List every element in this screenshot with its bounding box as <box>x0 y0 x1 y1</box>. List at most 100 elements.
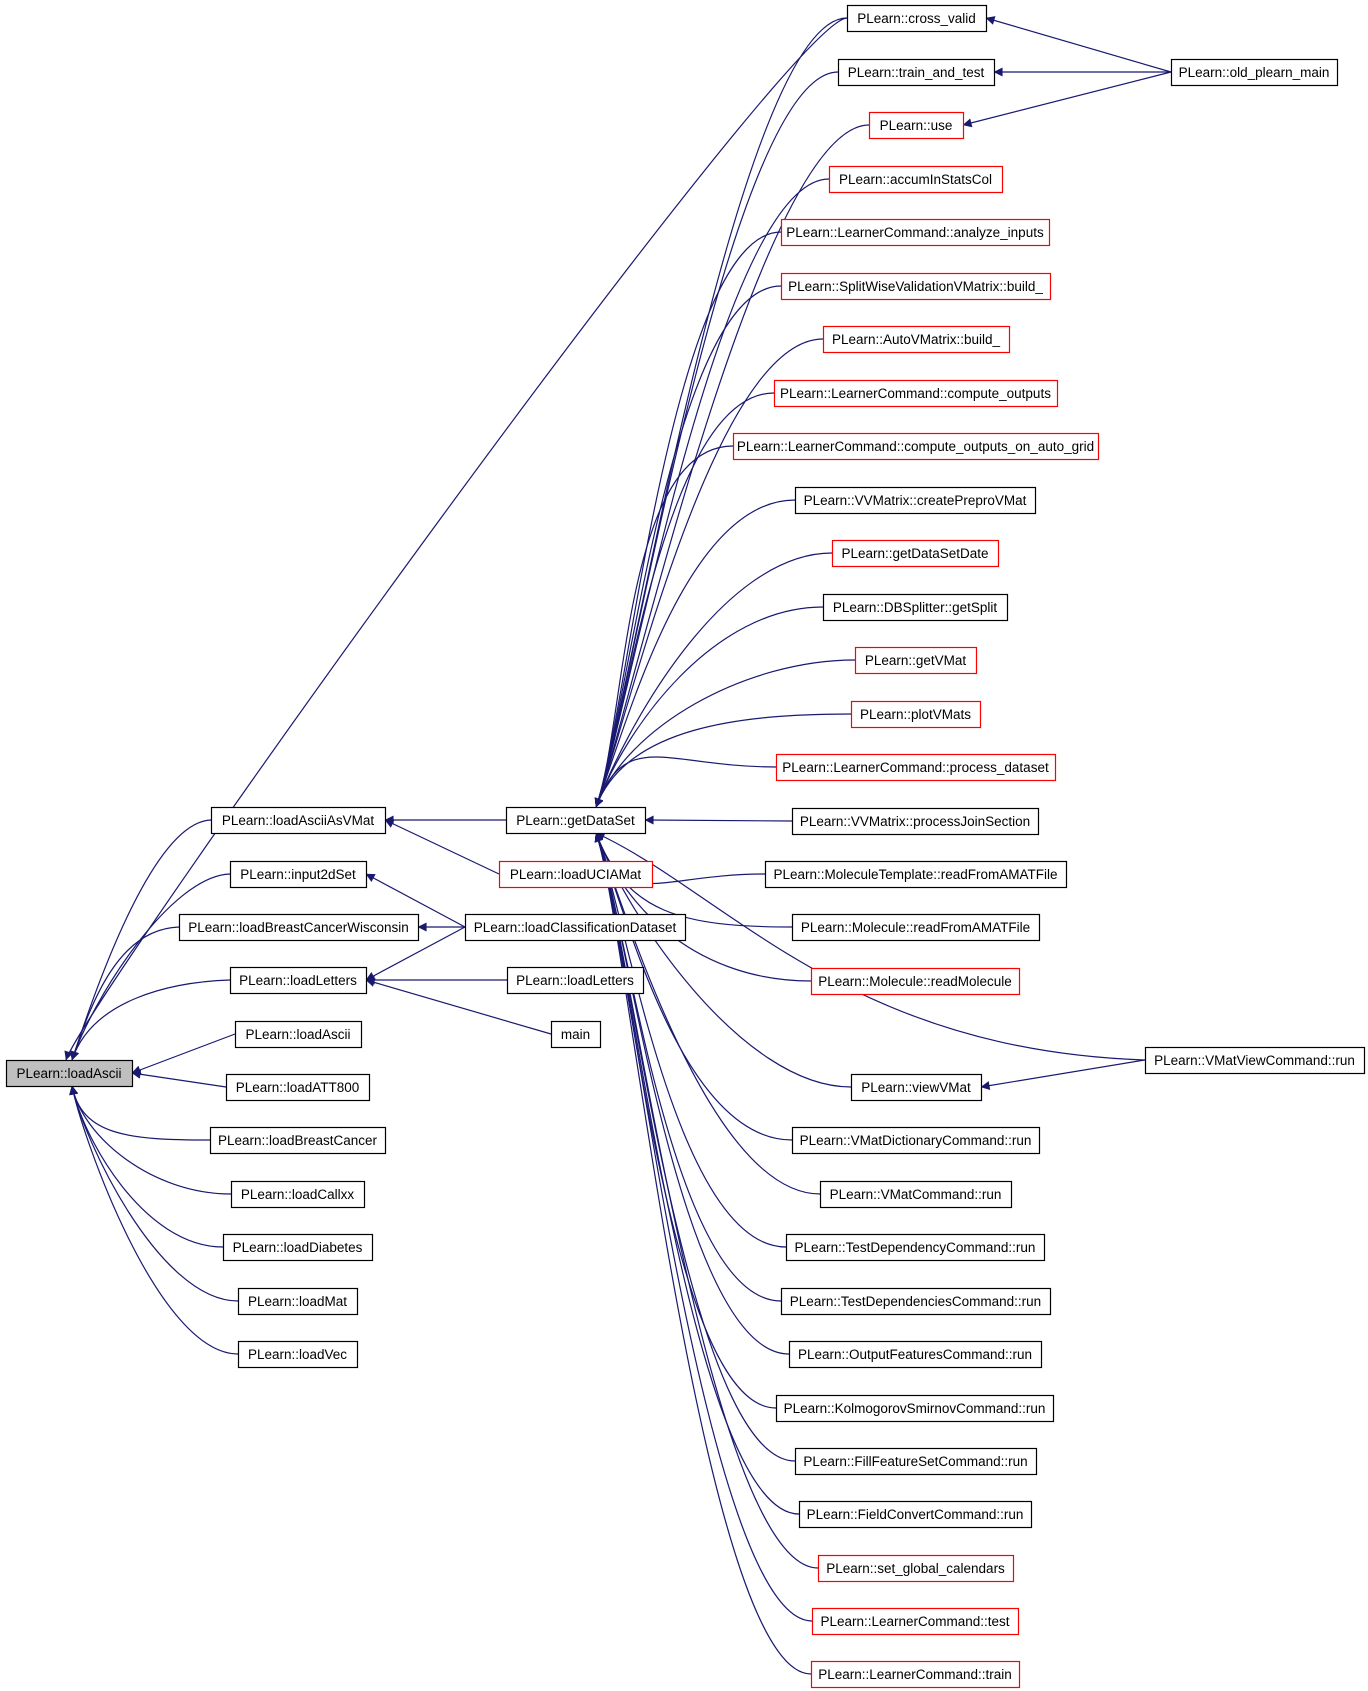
graph-node-readMolecule[interactable]: PLearn::Molecule::readMolecule <box>810 967 1021 996</box>
node-label: PLearn::KolmogorovSmirnovCommand::run <box>784 1401 1046 1416</box>
graph-node-getVMat[interactable]: PLearn::getVMat <box>854 646 978 675</box>
graph-node-loadATT800[interactable]: PLearn::loadATT800 <box>225 1073 371 1102</box>
graph-node-root[interactable]: PLearn::loadAscii <box>5 1059 134 1088</box>
graph-node-getSplit[interactable]: PLearn::DBSplitter::getSplit <box>822 593 1009 622</box>
node-box <box>732 432 1100 461</box>
call-edge-getDataSet-getSplit <box>594 606 824 808</box>
call-edge-getDataSet-use <box>594 124 870 808</box>
graph-node-viewVMat[interactable]: PLearn::viewVMat <box>850 1073 983 1102</box>
graph-node-getDataSetDate[interactable]: PLearn::getDataSetDate <box>831 539 1000 568</box>
node-label: PLearn::cross_valid <box>857 11 976 26</box>
call-edge-crossValid-oldPlearnMain <box>985 16 1172 73</box>
graph-node-loadAsciiAsVMat[interactable]: PLearn::loadAsciiAsVMat <box>210 806 387 835</box>
node-box <box>791 913 1041 942</box>
graph-node-input2dSet[interactable]: PLearn::input2dSet <box>229 860 368 889</box>
graph-node-accumInStatsCol[interactable]: PLearn::accumInStatsCol <box>828 165 1004 194</box>
graph-node-molTplRead[interactable]: PLearn::MoleculeTemplate::readFromAMATFi… <box>764 860 1068 889</box>
graph-node-trainAndTest[interactable]: PLearn::train_and_test <box>837 58 996 87</box>
node-label: PLearn::loadBreastCancer <box>218 1133 378 1148</box>
node-box <box>831 539 1000 568</box>
graph-node-getDataSet[interactable]: PLearn::getDataSet <box>505 806 647 835</box>
node-box <box>230 1180 366 1209</box>
graph-node-loadDiabetes[interactable]: PLearn::loadDiabetes <box>222 1233 374 1262</box>
node-label: PLearn::loadMat <box>248 1294 347 1309</box>
call-edge-getDataSet-swvBuild <box>594 285 782 808</box>
node-label: PLearn::VMatCommand::run <box>830 1187 1002 1202</box>
node-box <box>780 1287 1052 1316</box>
node-label: PLearn::getDataSet <box>516 813 635 828</box>
graph-node-lcTest[interactable]: PLearn::LearnerCommand::test <box>811 1607 1020 1636</box>
graph-node-use[interactable]: PLearn::use <box>868 111 965 140</box>
node-label: PLearn::old_plearn_main <box>1179 65 1330 80</box>
graph-node-vmatDictRun[interactable]: PLearn::VMatDictionaryCommand::run <box>791 1126 1041 1155</box>
node-label: PLearn::accumInStatsCol <box>839 172 992 187</box>
graph-node-loadClassification[interactable]: PLearn::loadClassificationDataset <box>464 913 687 942</box>
node-box <box>780 218 1051 247</box>
node-label: PLearn::loadVec <box>248 1347 347 1362</box>
node-label: PLearn::LearnerCommand::compute_outputs_… <box>737 439 1094 454</box>
node-box <box>229 966 368 995</box>
graph-node-createPreproVMat[interactable]: PLearn::VVMatrix::createPreproVMat <box>794 486 1037 515</box>
graph-node-loadLettersB[interactable]: PLearn::loadLetters <box>506 966 645 995</box>
node-label: PLearn::VVMatrix::processJoinSection <box>800 814 1030 829</box>
node-label: PLearn::loadUCIAMat <box>510 867 642 882</box>
call-edge-getDataSet-processJoin <box>644 815 793 825</box>
graph-node-loadBreastCancer[interactable]: PLearn::loadBreastCancer <box>209 1126 387 1155</box>
graph-node-fillFeatRun[interactable]: PLearn::FillFeatureSetCommand::run <box>794 1447 1038 1476</box>
graph-node-swvBuild[interactable]: PLearn::SplitWiseValidationVMatrix::buil… <box>780 272 1052 301</box>
graph-node-loadVec[interactable]: PLearn::loadVec <box>237 1340 359 1369</box>
graph-node-outputFeatRun[interactable]: PLearn::OutputFeaturesCommand::run <box>788 1340 1043 1369</box>
graph-node-molRead[interactable]: PLearn::Molecule::readFromAMATFile <box>791 913 1041 942</box>
graph-node-analyzeInputs[interactable]: PLearn::LearnerCommand::analyze_inputs <box>780 218 1051 247</box>
node-box <box>773 379 1059 408</box>
graph-node-computeOutputsGrid[interactable]: PLearn::LearnerCommand::compute_outputs_… <box>732 432 1100 461</box>
call-edge-root-loadVec <box>69 1085 239 1355</box>
node-label: PLearn::FillFeatureSetCommand::run <box>803 1454 1027 1469</box>
graph-node-autoBuild[interactable]: PLearn::AutoVMatrix::build_ <box>822 325 1011 354</box>
graph-node-testDepRun[interactable]: PLearn::TestDependencyCommand::run <box>785 1233 1046 1262</box>
graph-node-processJoin[interactable]: PLearn::VVMatrix::processJoinSection <box>791 807 1040 836</box>
node-box <box>794 486 1037 515</box>
node-label: PLearn::train_and_test <box>848 65 985 80</box>
call-edge-getDataSet-testDepRun <box>594 832 787 1248</box>
graph-node-testDepsRun[interactable]: PLearn::TestDependenciesCommand::run <box>780 1287 1052 1316</box>
node-box <box>775 1394 1055 1423</box>
node-label: PLearn::SplitWiseValidationVMatrix::buil… <box>788 279 1043 294</box>
graph-node-loadMat[interactable]: PLearn::loadMat <box>237 1287 359 1316</box>
node-label: PLearn::AutoVMatrix::build_ <box>832 332 1001 347</box>
graph-node-processDataset[interactable]: PLearn::LearnerCommand::process_dataset <box>775 753 1057 782</box>
node-label: PLearn::loadClassificationDataset <box>474 920 677 935</box>
graph-node-loadCallxx[interactable]: PLearn::loadCallxx <box>230 1180 366 1209</box>
node-label: PLearn::viewVMat <box>861 1080 971 1095</box>
node-box <box>237 1340 359 1369</box>
graph-node-crossValid[interactable]: PLearn::cross_valid <box>846 4 988 33</box>
node-box <box>811 1607 1020 1636</box>
graph-node-loadUCIAMat[interactable]: PLearn::loadUCIAMat <box>498 860 654 889</box>
call-edge-getDataSet-computeOutputs <box>594 392 775 808</box>
graph-node-lcTrain[interactable]: PLearn::LearnerCommand::train <box>810 1660 1021 1689</box>
graph-node-plotVMats[interactable]: PLearn::plotVMats <box>850 700 982 729</box>
call-edge-getDataSet-outputFeatRun <box>594 832 790 1355</box>
node-box <box>810 967 1021 996</box>
call-edge-root-loadAsciiB <box>131 1033 236 1075</box>
node-label: PLearn::loadATT800 <box>236 1080 360 1095</box>
graph-node-loadBCW[interactable]: PLearn::loadBreastCancerWisconsin <box>178 913 420 942</box>
graph-node-main[interactable]: main <box>550 1020 602 1049</box>
graph-node-vmatCmdRun[interactable]: PLearn::VMatCommand::run <box>819 1180 1013 1209</box>
node-label: PLearn::loadLetters <box>239 973 357 988</box>
graph-node-fieldConvRun[interactable]: PLearn::FieldConvertCommand::run <box>798 1500 1033 1529</box>
graph-node-computeOutputs[interactable]: PLearn::LearnerCommand::compute_outputs <box>773 379 1059 408</box>
graph-node-loadLettersA[interactable]: PLearn::loadLetters <box>229 966 368 995</box>
call-edge-root-loadBreastCancer <box>69 1085 211 1141</box>
graph-node-loadAsciiB[interactable]: PLearn::loadAscii <box>234 1020 363 1049</box>
node-box <box>822 325 1011 354</box>
call-edge-getDataSet-getVMat <box>594 659 856 808</box>
node-box <box>822 593 1009 622</box>
graph-node-setCalendars[interactable]: PLearn::set_global_calendars <box>817 1554 1015 1583</box>
graph-node-vmatViewRun[interactable]: PLearn::VMatViewCommand::run <box>1144 1046 1366 1075</box>
graph-node-oldPlearnMain[interactable]: PLearn::old_plearn_main <box>1170 58 1339 87</box>
node-label: PLearn::VMatViewCommand::run <box>1154 1053 1355 1068</box>
node-box <box>550 1020 602 1049</box>
call-edge-getDataSet-crossValid <box>594 17 848 808</box>
graph-node-ksRun[interactable]: PLearn::KolmogorovSmirnovCommand::run <box>775 1394 1055 1423</box>
